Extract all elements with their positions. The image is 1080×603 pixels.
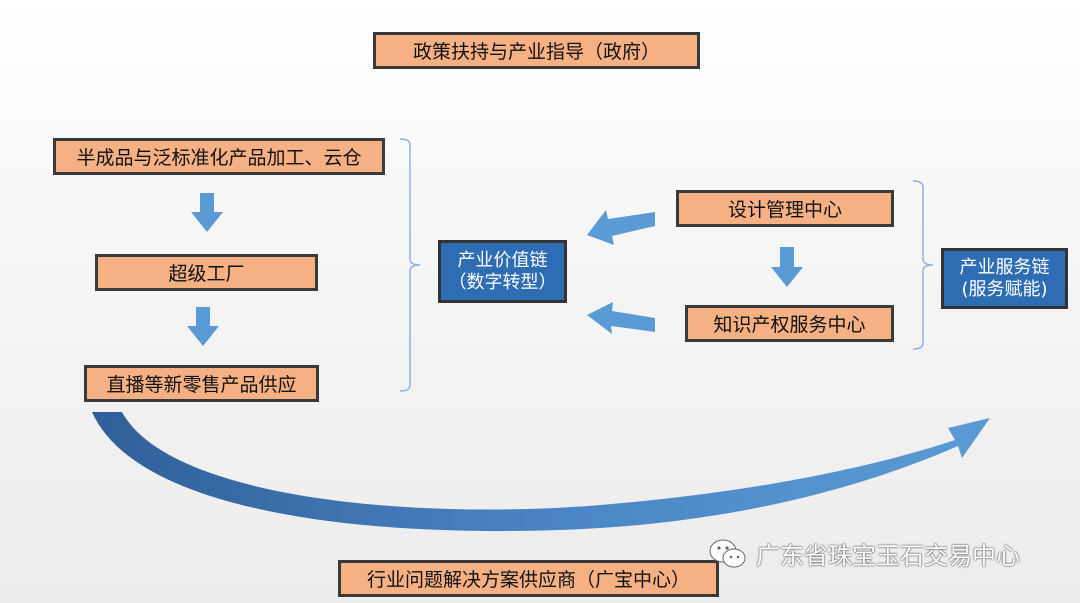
super-factory-box: 超级工厂 [95, 254, 318, 291]
ip-center-label: 知识产权服务中心 [713, 314, 866, 336]
processing-box: 半成品与泛标准化产品加工、云仓 [53, 138, 385, 175]
wechat-icon [709, 539, 746, 567]
design-center-box: 设计管理中心 [676, 190, 894, 227]
value-chain-title: 产业价值链 [457, 249, 548, 271]
processing-label: 半成品与泛标准化产品加工、云仓 [76, 147, 362, 169]
super-factory-label: 超级工厂 [168, 263, 245, 285]
new-retail-box: 直播等新零售产品供应 [84, 365, 319, 402]
ip-center-box: 知识产权服务中心 [685, 305, 894, 342]
solution-box: 行业问题解决方案供应商（广宝中心） [338, 560, 719, 597]
service-chain-title: 产业服务链 [959, 256, 1050, 278]
curved-arrow [92, 412, 990, 532]
arrow-down-icon [187, 307, 219, 346]
arrow-left-icon [587, 302, 655, 334]
service-chain-subtitle: (服务赋能) [961, 278, 1048, 300]
solution-label: 行业问题解决方案供应商（广宝中心） [366, 569, 690, 591]
arrow-down-icon [771, 247, 803, 287]
policy-box: 政策扶持与产业指导（政府） [373, 32, 700, 69]
value-chain-subtitle: （数字转型） [448, 271, 557, 293]
value-chain-box: 产业价值链 （数字转型） [438, 240, 567, 303]
watermark-text: 广东省珠宝玉石交易中心 [756, 542, 1020, 570]
design-center-label: 设计管理中心 [727, 199, 842, 221]
arrow-left-icon [587, 210, 655, 245]
service-chain-box: 产业服务链 (服务赋能) [941, 248, 1068, 309]
left-brace [399, 138, 421, 392]
arrow-down-icon [191, 193, 223, 232]
new-retail-label: 直播等新零售产品供应 [106, 374, 297, 396]
policy-label: 政策扶持与产业指导（政府） [412, 41, 660, 63]
watermark: 广东省珠宝玉石交易中心 [708, 536, 1020, 571]
right-brace [912, 180, 934, 350]
